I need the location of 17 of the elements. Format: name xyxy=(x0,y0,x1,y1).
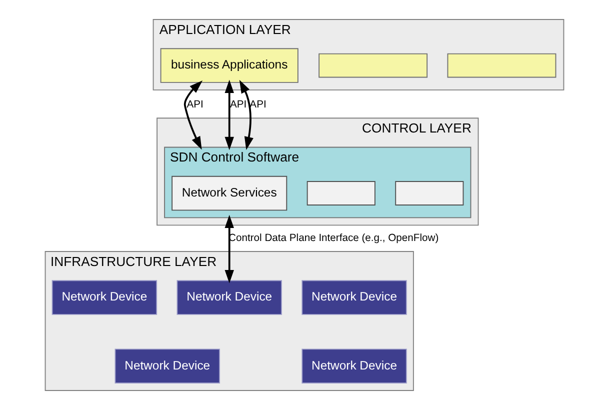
arrow xyxy=(224,80,234,150)
edge-label: API xyxy=(250,100,266,111)
arrow xyxy=(184,80,203,150)
edge-label: API xyxy=(186,100,204,111)
arrow xyxy=(224,214,234,284)
node-box: Network Device xyxy=(176,280,282,315)
node-box: Network Device xyxy=(302,348,407,384)
arrow xyxy=(239,80,254,150)
node-box: Network Device xyxy=(114,348,220,384)
node-box xyxy=(306,181,376,206)
node-box xyxy=(395,181,464,206)
node-box xyxy=(318,53,428,78)
node-box: Network Device xyxy=(302,280,407,315)
node-box xyxy=(447,53,556,78)
node-box: Network Device xyxy=(52,280,158,315)
node-box: business Applications xyxy=(160,48,298,83)
node-box: Network Services xyxy=(172,176,288,211)
